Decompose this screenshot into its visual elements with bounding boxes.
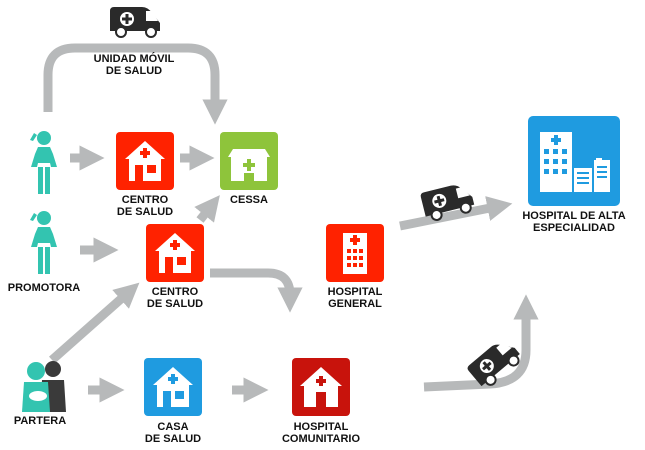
arrow-partera-to-centro-mid bbox=[49, 282, 140, 364]
label-hospital-general: HOSPITAL GENERAL bbox=[327, 286, 383, 310]
arrow-centro-mid-to-hospital-general bbox=[210, 268, 303, 313]
ambulance-icon bbox=[110, 7, 160, 38]
arrow-centro-mid-to-cessa bbox=[194, 195, 220, 223]
ambulance-icon bbox=[420, 185, 475, 221]
label-casa-de-salud: CASA DE SALUD bbox=[144, 421, 202, 445]
label-hospital-comunitario: HOSPITAL COMUNITARIO bbox=[281, 421, 360, 445]
hospital-building-icon bbox=[326, 224, 384, 282]
label-promotora: PROMOTORA bbox=[7, 282, 81, 294]
label-hospital-alta-especialidad: HOSPITAL DE ALTA ESPECIALIDAD bbox=[522, 210, 626, 234]
flow-arrows bbox=[43, 43, 539, 403]
hospital-tower-icon bbox=[528, 116, 620, 206]
woman-icon bbox=[30, 211, 57, 274]
health-center-icon bbox=[146, 224, 204, 282]
cessa-icon bbox=[220, 132, 278, 190]
label-centro-de-salud-mid: CENTRO DE SALUD bbox=[146, 286, 204, 310]
community-hospital-icon bbox=[292, 358, 350, 416]
midwife-icon bbox=[22, 361, 66, 412]
label-centro-de-salud-top: CENTRO DE SALUD bbox=[116, 194, 174, 218]
arrow-hospital-general-to-alta bbox=[399, 196, 513, 231]
woman-icon bbox=[30, 131, 57, 194]
label-partera: PARTERA bbox=[13, 415, 67, 427]
arrow-mobile-unit-loop bbox=[43, 43, 228, 125]
health-center-icon bbox=[116, 132, 174, 190]
health-house-icon bbox=[144, 358, 202, 416]
ambulance-icon bbox=[467, 343, 520, 387]
label-unidad-movil: UNIDAD MÓVIL DE SALUD bbox=[93, 53, 175, 77]
label-cessa: CESSA bbox=[230, 194, 268, 206]
